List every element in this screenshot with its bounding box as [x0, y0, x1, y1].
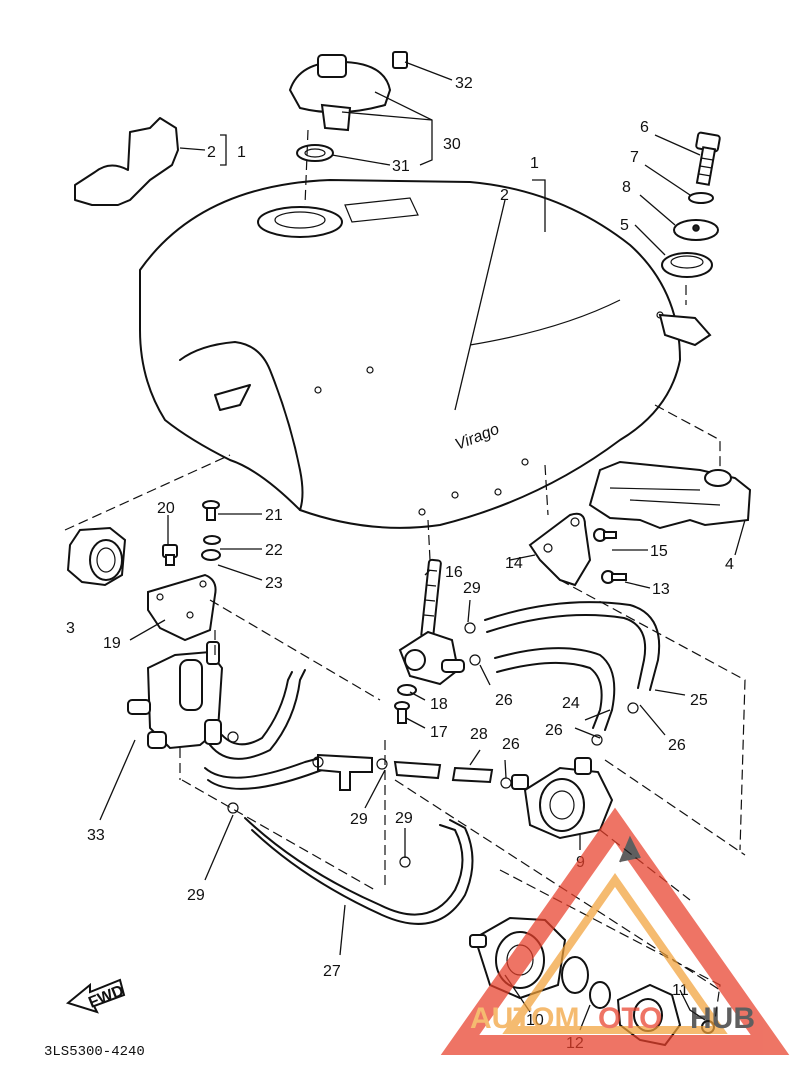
callout-10: 10 — [526, 1012, 544, 1029]
tank-mount-hardware — [661, 131, 721, 278]
cap-gasket — [296, 144, 334, 162]
fuel-hose-28b — [451, 766, 494, 784]
callout-21: 21 — [265, 507, 283, 524]
fuel-hose-pump-outlet-inner — [221, 671, 293, 746]
fuel-pump — [127, 641, 224, 750]
callout-25: 25 — [690, 692, 708, 709]
callout-26-b: 26 — [545, 722, 563, 739]
pump-o-ring — [561, 956, 589, 994]
callout-23: 23 — [265, 575, 283, 592]
forward-direction-arrow: FWD — [65, 978, 126, 1014]
watermark-brand-left: AUTOM — [470, 1002, 579, 1035]
callout-26-d: 26 — [502, 736, 520, 753]
callout-14: 14 — [505, 555, 523, 572]
callout-32: 32 — [455, 75, 473, 92]
callout-22: 22 — [265, 542, 283, 559]
callout-27: 27 — [323, 963, 341, 980]
callout-19: 19 — [103, 635, 121, 652]
fuel-hose-27-inner — [251, 819, 474, 925]
callout-30: 30 — [443, 136, 461, 153]
callout-31: 31 — [392, 158, 410, 175]
watermark-brand-right: HUB — [690, 1002, 755, 1035]
petcock-screw-17 — [394, 701, 410, 724]
fuel-hose-25 — [484, 601, 661, 691]
bracket-damper — [704, 469, 732, 487]
screw-15 — [593, 528, 617, 542]
watermark-brand-mid: OTO — [598, 1002, 662, 1035]
watermark-triangle-icon — [440, 807, 790, 1055]
callout-29-c: 29 — [395, 810, 413, 827]
fuel-hose-24-inner — [496, 661, 603, 729]
callout-29-d: 29 — [187, 887, 205, 904]
tank-nut-3 — [66, 526, 127, 587]
washer-23 — [201, 549, 221, 561]
callout-2-top: 2 — [500, 187, 509, 204]
callout-2-left: 2 — [207, 144, 216, 161]
callout-4: 4 — [725, 556, 734, 573]
fuel-cap-assembly — [288, 51, 408, 132]
bolt-21 — [202, 500, 220, 521]
tank-decal-outline — [74, 117, 179, 206]
callout-29-b: 29 — [350, 811, 368, 828]
callout-5: 5 — [620, 217, 629, 234]
fuel-hose-25-inner — [486, 614, 646, 689]
fuel-hose-lower-inner — [207, 769, 323, 790]
callout-20: 20 — [157, 500, 175, 517]
fuel-tank-body — [139, 178, 712, 529]
callout-17: 17 — [430, 724, 448, 741]
callout-7: 7 — [630, 149, 639, 166]
callout-33: 33 — [87, 827, 105, 844]
fuel-hose-24 — [494, 647, 616, 731]
screw-13 — [601, 570, 627, 584]
callout-1-left: 1 — [237, 144, 246, 161]
callout-8: 8 — [622, 179, 631, 196]
callout-18: 18 — [430, 696, 448, 713]
fuel-hose-pump-outlet — [209, 669, 306, 760]
callout-24: 24 — [562, 695, 580, 712]
watermark-logo: AUTOM OTO HUB — [440, 807, 790, 1055]
callout-3: 3 — [66, 620, 75, 637]
pump-seal-12 — [589, 981, 611, 1009]
fuel-hose-27 — [244, 817, 464, 916]
callout-labels: 32 30 31 2 1 1 2 6 7 8 5 4 15 14 13 20 2… — [66, 75, 734, 1052]
callout-6: 6 — [640, 119, 649, 136]
callout-1-top: 1 — [530, 155, 539, 172]
callout-26-a: 26 — [495, 692, 513, 709]
callout-28: 28 — [470, 726, 488, 743]
callout-26-c: 26 — [668, 737, 686, 754]
fuel-filter-9 — [511, 757, 614, 840]
petcock-mount-bracket — [528, 512, 592, 587]
fuel-hose-28a — [393, 760, 442, 780]
bolt-20 — [162, 544, 178, 566]
pump-mount-plate — [147, 573, 217, 642]
washer-22 — [203, 535, 221, 545]
callout-16: 16 — [445, 564, 463, 581]
fuel-hose-lower — [204, 757, 321, 779]
callout-15: 15 — [650, 543, 668, 560]
hose-t-fitting — [317, 753, 373, 791]
fuel-petcock — [398, 558, 465, 686]
drawing-code: 3LS5300-4240 — [44, 1044, 145, 1060]
callout-29-a: 29 — [463, 580, 481, 597]
callout-13: 13 — [652, 581, 670, 598]
